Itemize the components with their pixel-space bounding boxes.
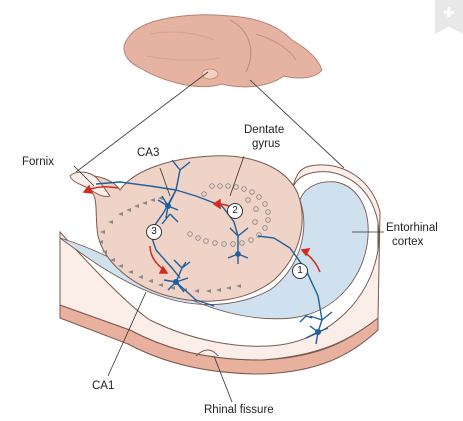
label-entorhinal-line1: Entorhinal: [386, 222, 438, 234]
pathway-step-1: 1: [292, 263, 308, 279]
projection-line: [249, 79, 345, 169]
label-dentate-line2: gyrus: [252, 138, 281, 150]
label-rhinal-fissure: Rhinal fissure: [204, 404, 274, 416]
hippocampal-slice: [59, 155, 381, 375]
label-ca3: CA3: [137, 147, 160, 159]
label-leader-lines: [73, 155, 384, 403]
neural-circuit: [95, 159, 333, 345]
label-ca1: CA1: [92, 380, 115, 392]
label-entorhinal-line2: cortex: [392, 236, 424, 248]
granule-cell-layer: [187, 183, 271, 247]
pathway-arrows: [82, 184, 321, 274]
label-fornix: Fornix: [22, 156, 54, 168]
rat-brain-illustration: [123, 14, 323, 88]
projection-line: [75, 71, 209, 173]
label-dentate-line1: Dentate: [244, 124, 285, 136]
pathway-step-3: 3: [146, 224, 162, 240]
neuron-somata: [165, 203, 321, 335]
pathway-step-2: 2: [227, 203, 243, 219]
